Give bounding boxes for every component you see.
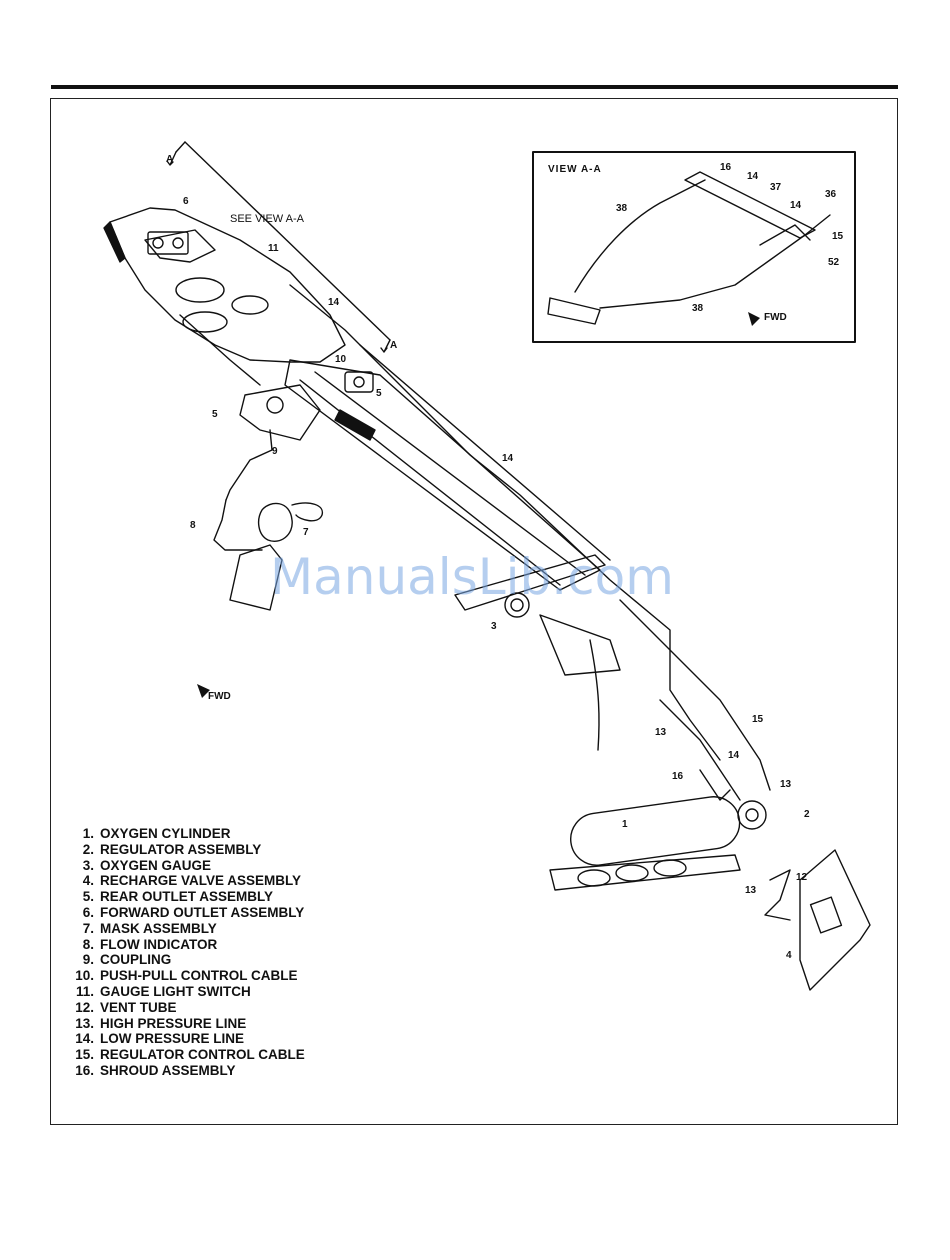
fwd-arrow-main: FWD — [197, 684, 231, 702]
legend-item: 9.COUPLING — [82, 952, 172, 968]
cylinder-bracket — [549, 854, 741, 891]
legend-item: 8.FLOW INDICATOR — [82, 936, 218, 952]
inset-callout-14-top: 14 — [747, 171, 759, 182]
oxygen-gauge — [504, 592, 530, 618]
legend-item: 10.PUSH-PULL CONTROL CABLE — [75, 968, 298, 984]
callout-4: 4 — [786, 950, 792, 961]
oxygen-cylinder — [570, 796, 741, 866]
fwd-label-main: FWD — [208, 691, 231, 702]
legend-item: 11.GAUGE LIGHT SWITCH — [75, 983, 251, 999]
inset-callout-36: 36 — [825, 189, 837, 200]
legend-item: 6.FORWARD OUTLET ASSEMBLY — [82, 904, 305, 920]
figure-frame — [50, 98, 898, 1125]
forward-panel — [109, 207, 346, 363]
inset-callout-14-right: 14 — [790, 200, 802, 211]
rear-outlet-left — [239, 384, 321, 441]
recharge-valve-panel — [799, 849, 871, 991]
legend-item: 3.OXYGEN GAUGE — [82, 857, 212, 873]
view-a-a-title: VIEW A-A — [548, 164, 602, 175]
callout-2: 2 — [804, 809, 810, 820]
legend-item: 14.LOW PRESSURE LINE — [75, 1031, 245, 1047]
see-view-label: SEE VIEW A-A — [230, 213, 305, 225]
legend-item: 7.MASK ASSEMBLY — [82, 920, 217, 936]
legend-item: 12.VENT TUBE — [75, 999, 177, 1015]
inset-callout-37: 37 — [770, 182, 782, 193]
callout-14-mid: 14 — [502, 453, 514, 464]
callout-16: 16 — [672, 771, 684, 782]
legend-item: 2.REGULATOR ASSEMBLY — [82, 841, 262, 857]
callout-10: 10 — [335, 354, 347, 365]
inset-callout-52: 52 — [828, 257, 840, 268]
legend-item: 13.HIGH PRESSURE LINE — [75, 1015, 247, 1031]
callout-8: 8 — [190, 520, 196, 531]
legend-item: 4.RECHARGE VALVE ASSEMBLY — [82, 873, 302, 889]
callout-13-right: 13 — [780, 779, 792, 790]
callout-13-low: 13 — [745, 885, 757, 896]
callout-15: 15 — [752, 714, 764, 725]
callout-5-left: 5 — [212, 409, 218, 420]
section-cut-line — [184, 141, 391, 341]
fwd-arrow-icon — [748, 312, 760, 326]
legend-item: 5.REAR OUTLET ASSEMBLY — [82, 889, 274, 905]
inset-callout-15: 15 — [832, 231, 844, 242]
callout-11: 11 — [268, 243, 279, 254]
regulator-assembly — [737, 800, 767, 830]
legend-item: 15.REGULATOR CONTROL CABLE — [75, 1047, 305, 1063]
mask-assembly — [257, 502, 293, 542]
callout-labels: A A SEE VIEW A-A VIEW A-A 6 11 14 10 5 5… — [166, 154, 844, 961]
cross-beam — [454, 554, 606, 611]
callout-9: 9 — [272, 446, 278, 457]
inset-callout-38-bottom: 38 — [692, 303, 704, 314]
legend-item: 1.OXYGEN CYLINDER — [82, 826, 231, 841]
fwd-label-inset: FWD — [764, 312, 787, 323]
callout-3: 3 — [491, 621, 497, 632]
callout-12: 12 — [796, 872, 808, 883]
callout-5-right: 5 — [376, 388, 382, 399]
callout-6: 6 — [183, 196, 189, 207]
top-rule — [51, 85, 898, 89]
mask-bag — [229, 544, 283, 611]
fwd-arrow-icon — [197, 684, 210, 698]
callout-14-top: 14 — [328, 297, 340, 308]
callout-14-low: 14 — [728, 750, 740, 761]
callout-7: 7 — [303, 527, 309, 538]
inset-callout-16: 16 — [720, 162, 732, 173]
watermark: ManualsLib.com — [270, 548, 674, 606]
view-a-a-inset — [532, 151, 856, 343]
fwd-arrow-inset: FWD — [748, 312, 787, 326]
section-marker-a-top: A — [166, 154, 173, 165]
legend-item: 16.SHROUD ASSEMBLY — [75, 1062, 236, 1078]
section-marker-a-bottom: A — [390, 340, 397, 351]
callout-1: 1 — [622, 819, 628, 830]
inset-callout-38-top: 38 — [616, 203, 628, 214]
callout-13-top: 13 — [655, 727, 667, 738]
parts-legend: 1.OXYGEN CYLINDER 2.REGULATOR ASSEMBLY 3… — [72, 826, 305, 1079]
